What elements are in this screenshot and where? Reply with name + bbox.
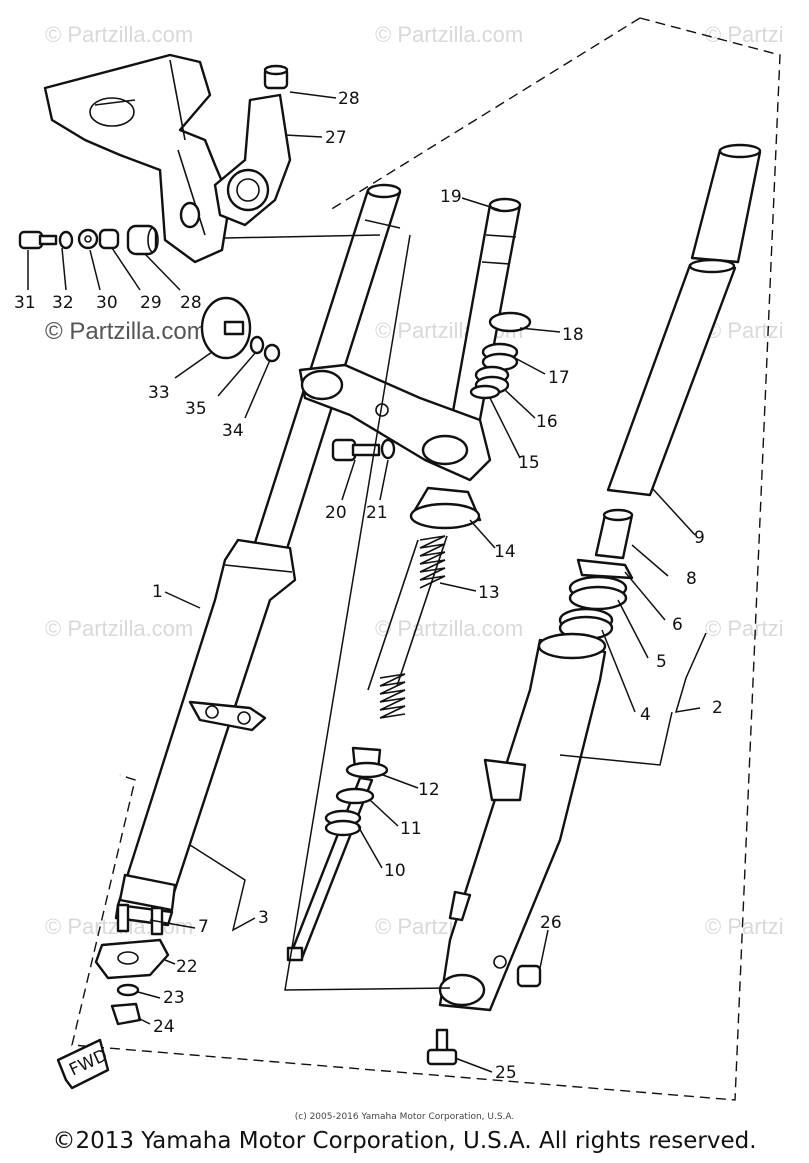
callout-labels: 1 2 3 4 5 6 7 8 9 10 11 12 13 14 15 16 1… [14,89,723,1083]
callout-15: 15 [518,453,540,473]
callout-35: 35 [185,399,207,419]
callout-16: 16 [536,412,558,432]
callout-28-side: 28 [180,293,202,313]
collar-8 [594,508,634,560]
cover-9 [606,143,762,497]
callout-33: 33 [148,383,170,403]
dust-seal-18 [488,311,532,333]
washer-30 [77,228,99,250]
race-15 [469,384,501,400]
fwd-arrow: FWD [56,1038,111,1090]
watermark: © Partzilla.com [375,22,524,47]
callout-5: 5 [656,652,667,672]
callout-12: 12 [418,780,440,800]
watermark: © Partzi [705,914,784,939]
bolt-25 [426,1028,458,1066]
callout-13: 13 [478,583,500,603]
outer-tube-2 [438,632,607,1012]
assembly-boundary-inner [329,17,641,211]
washer-21 [380,438,396,460]
callout-30: 30 [96,293,118,313]
callout-3: 3 [258,908,269,928]
bolt-20 [331,438,381,462]
watermark: © Partzilla.com [45,22,194,47]
watermark: © Partzi [705,318,784,343]
washer-35 [249,335,265,355]
watermark: © Partzi [705,22,784,47]
callout-2: 2 [712,698,723,718]
callout-24: 24 [153,1017,175,1037]
grommet-28-top [263,64,289,90]
oil-seal-5 [568,575,628,611]
headlight-bracket [43,53,232,264]
callout-8: 8 [686,569,697,589]
bolt-31 [18,230,58,250]
watermark: © Partzilla.com [45,318,207,345]
callout-26: 26 [540,913,562,933]
callout-7: 7 [198,917,209,937]
callout-11: 11 [400,819,422,839]
callout-14: 14 [494,542,516,562]
cover-14 [409,486,482,530]
callout-32: 32 [52,293,74,313]
small-copyright: (c) 2005-2016 Yamaha Motor Corporation, … [294,1112,515,1122]
callout-20: 20 [325,503,347,523]
spring-13 [367,535,448,719]
washer-23 [116,983,140,997]
ring-11 [335,787,375,805]
callout-4: 4 [640,705,651,725]
callout-6: 6 [672,615,683,635]
bolt-26 [493,955,542,988]
bracket-27 [213,93,292,227]
grommet-28-side [126,224,159,256]
assembly-boundary [71,17,781,1101]
watermark: © Partzilla.com [45,616,194,641]
piston-ring-10 [324,809,362,837]
callout-19: 19 [440,187,462,207]
callout-27: 27 [325,128,347,148]
callout-17: 17 [548,368,570,388]
gasket-6 [576,558,634,580]
callout-9: 9 [694,528,705,548]
watermark: © Partzi [705,616,784,641]
cap-33 [200,296,252,360]
axle-holder-22 [94,938,170,980]
damper-rod-12 [286,746,389,962]
leader-lines [27,91,707,1073]
callout-31: 31 [14,293,36,313]
washer-34 [263,343,281,363]
nut-24 [110,1002,142,1026]
callout-23: 23 [163,988,185,1008]
callout-10: 10 [384,861,406,881]
callout-22: 22 [176,957,198,977]
callout-25: 25 [495,1063,517,1083]
watermark: © Partzilla.com [375,616,524,641]
washer-32 [58,230,74,250]
callout-29: 29 [140,293,162,313]
callout-18: 18 [562,325,584,345]
footer-copyright: ©2013 Yamaha Motor Corporation, U.S.A. A… [52,1128,757,1154]
collar-29 [98,228,120,250]
callout-34: 34 [222,421,244,441]
callout-1: 1 [152,582,163,602]
callout-28-top: 28 [338,89,360,109]
callout-21: 21 [366,503,388,523]
steering-stem-19 [298,197,522,482]
